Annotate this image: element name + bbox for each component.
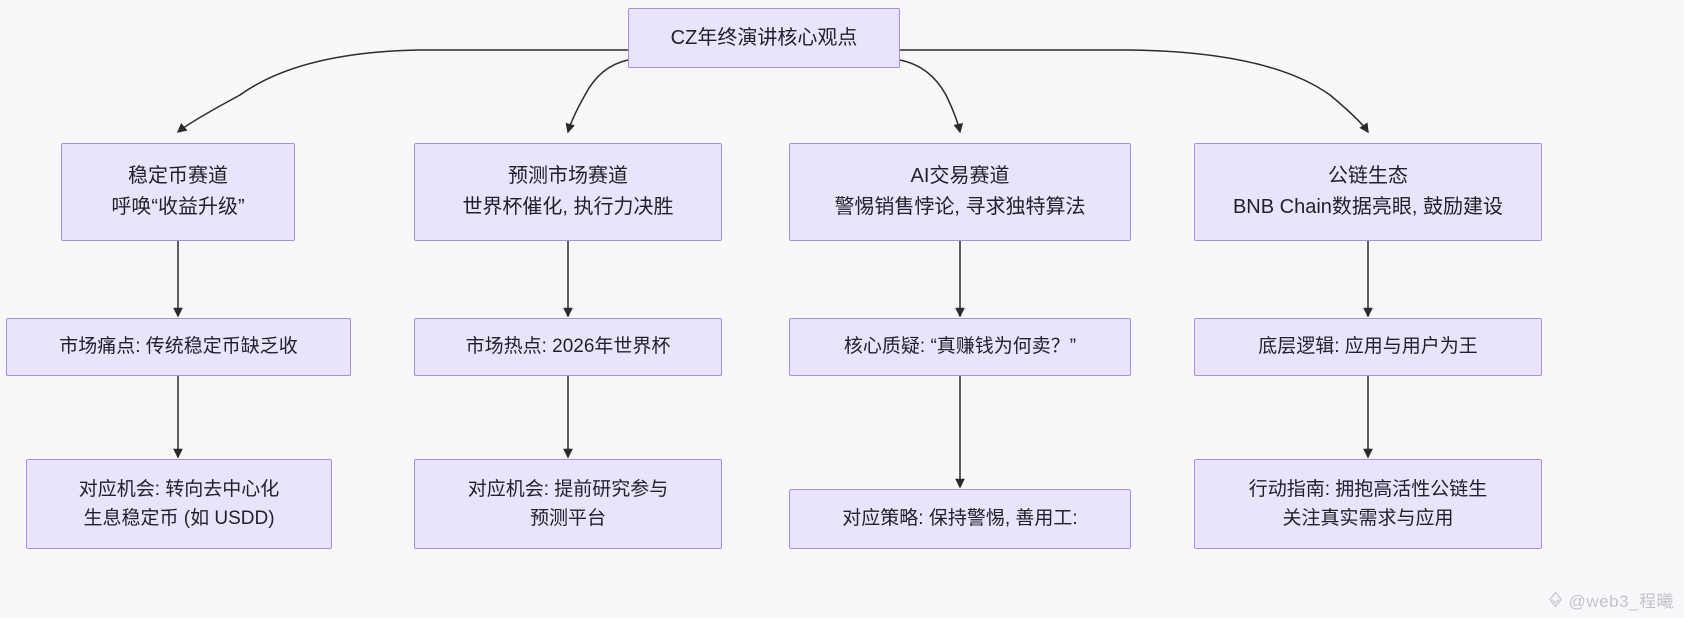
node-ai-level1-line1: AI交易赛道 [910, 165, 1010, 187]
node-prediction-level2-line1: 市场热点: 2026年世界杯 [465, 336, 671, 358]
watermark: @web3_程曦 [1547, 587, 1674, 612]
edge-root-to-stablecoin [176, 49, 628, 133]
node-stablecoin-level2-line1: 市场痛点: 传统稳定币缺乏收 [59, 336, 298, 358]
node-prediction-level1[interactable]: 预测市场赛道 世界杯催化, 执行力决胜 [414, 143, 722, 241]
node-prediction-level1-line1: 预测市场赛道 [508, 165, 628, 187]
node-publicchain-level1-line1: 公链生态 [1328, 165, 1408, 187]
edge-root-to-ai [899, 59, 964, 134]
edge-root-to-prediction [565, 59, 629, 134]
node-stablecoin-level2[interactable]: 市场痛点: 传统稳定币缺乏收 [6, 318, 351, 376]
node-publicchain-level2[interactable]: 底层逻辑: 应用与用户为王 [1194, 318, 1542, 376]
node-root-label: CZ年终演讲核心观点 [670, 26, 858, 49]
node-prediction-level2[interactable]: 市场热点: 2026年世界杯 [414, 318, 722, 376]
node-publicchain-level3[interactable]: 行动指南: 拥抱高活性公链生 关注真实需求与应用 [1194, 459, 1542, 549]
node-ai-level1[interactable]: AI交易赛道 警惕销售悖论, 寻求独特算法 [789, 143, 1131, 241]
edge-root-to-publicchain [900, 49, 1369, 134]
node-ai-level3[interactable]: 对应策略: 保持警惕, 善用工: [789, 489, 1131, 549]
node-ai-level2-line1: 核心质疑: “真赚钱为何卖？” [843, 336, 1077, 358]
node-stablecoin-level3[interactable]: 对应机会: 转向去中心化 生息稳定币 (如 USDD) [26, 459, 332, 549]
node-publicchain-level3-line1: 行动指南: 拥抱高活性公链生 [1248, 478, 1488, 500]
node-stablecoin-level3-line2: 生息稳定币 (如 USDD) [83, 508, 275, 529]
node-stablecoin-level1-line1: 稳定币赛道 [128, 165, 228, 187]
watermark-text: @web3_程曦 [1568, 592, 1674, 611]
node-prediction-level1-line2: 世界杯催化, 执行力决胜 [462, 196, 674, 218]
node-publicchain-level1-line2: BNB Chain数据亮眼, 鼓励建设 [1232, 196, 1504, 218]
node-ai-level2[interactable]: 核心质疑: “真赚钱为何卖？” [789, 318, 1131, 376]
diamond-logo-icon [1547, 591, 1564, 608]
node-publicchain-level3-line2: 关注真实需求与应用 [1282, 508, 1454, 529]
node-prediction-level3-line2: 预测平台 [529, 508, 606, 529]
node-prediction-level3[interactable]: 对应机会: 提前研究参与 预测平台 [414, 459, 722, 549]
node-root[interactable]: CZ年终演讲核心观点 [628, 8, 900, 68]
node-prediction-level3-line1: 对应机会: 提前研究参与 [467, 478, 669, 500]
node-ai-level3-line1: 对应策略: 保持警惕, 善用工: [842, 508, 1078, 530]
node-stablecoin-level3-line1: 对应机会: 转向去中心化 [78, 478, 280, 500]
node-stablecoin-level1-line2: 呼唤“收益升级” [111, 196, 245, 218]
node-ai-level1-line2: 警惕销售悖论, 寻求独特算法 [834, 196, 1086, 218]
node-publicchain-level2-line1: 底层逻辑: 应用与用户为王 [1258, 336, 1478, 358]
node-stablecoin-level1[interactable]: 稳定币赛道 呼唤“收益升级” [61, 143, 295, 241]
node-publicchain-level1[interactable]: 公链生态 BNB Chain数据亮眼, 鼓励建设 [1194, 143, 1542, 241]
